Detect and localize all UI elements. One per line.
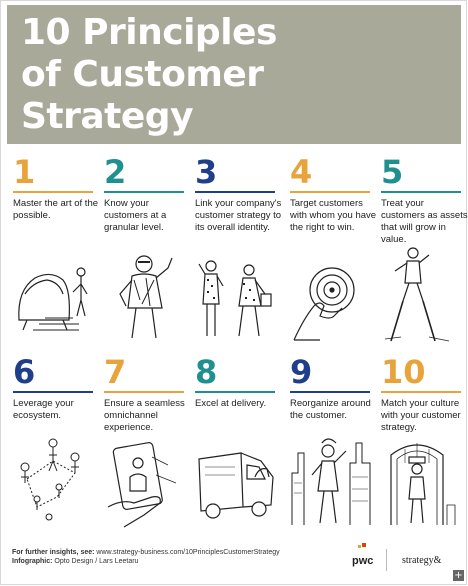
principle-rule (104, 391, 184, 393)
principle-text: Ensure a seamless omnichannel experience… (104, 398, 185, 433)
principle-text: Treat your customers as assets that will… (381, 198, 468, 245)
principle-text: Match your culture with your customer st… (381, 398, 461, 433)
title-line-3: Strategy (21, 96, 194, 137)
insights-line: For further insights, see: www.strategy-… (12, 548, 280, 557)
principle-rule (195, 191, 275, 193)
two-women-illustration (198, 260, 272, 337)
principle-number: 6 (13, 353, 36, 391)
insights-link[interactable]: www.strategy-business.com/10PrinciplesCu… (96, 549, 280, 556)
principle-text: Link your company's customer strategy to… (195, 198, 282, 233)
title-line-1: 10 Principles (21, 12, 277, 53)
principle-text: Leverage your ecosystem. (13, 398, 74, 421)
principle-rule (104, 191, 184, 193)
principle-number: 7 (104, 353, 127, 391)
principle-number: 8 (195, 353, 218, 391)
principle-rule (13, 391, 93, 393)
network-of-people-illustration (20, 438, 80, 521)
infographic-label: Infographic: (12, 558, 53, 565)
principle-number: 2 (104, 153, 127, 191)
pwc-logo-mark (358, 543, 366, 548)
person-on-stilts-illustration (384, 247, 450, 342)
principle-rule (290, 191, 370, 193)
principle-text: Master the art of the possible. (13, 198, 99, 221)
title-line-2: of Customer (21, 54, 264, 95)
expand-icon[interactable]: + (453, 570, 464, 581)
principle-rule (13, 191, 93, 193)
strategy-and-logo: strategy& (402, 555, 442, 566)
title-banner: 10 Principles of Customer Strategy (7, 5, 461, 144)
principle-rule (381, 391, 461, 393)
infographic-credit: Opto Design / Lars Leetaru (54, 558, 139, 565)
principle-text: Target customers with whom you have the … (290, 198, 377, 233)
delivery-truck-illustration (198, 452, 274, 519)
pwc-logo: pwc (352, 555, 374, 567)
principle-number: 4 (290, 153, 313, 191)
hand-holding-phone-illustration (107, 442, 177, 528)
infographic-line: Infographic: Opto Design / Lars Leetaru (12, 557, 280, 566)
man-with-glasses-illustration (119, 255, 173, 339)
person-in-doorway-illustration (390, 443, 456, 525)
logo-divider (386, 549, 387, 571)
principle-number: 5 (381, 153, 404, 191)
footer-credits: For further insights, see: www.strategy-… (12, 548, 280, 566)
car-and-person-illustration (18, 267, 88, 331)
principle-rule (195, 391, 275, 393)
principle-text: Reorganize around the customer. (290, 398, 371, 421)
hand-holding-target-illustration (293, 267, 355, 341)
principle-rule (290, 391, 370, 393)
page-title: 10 Principles of Customer Strategy (21, 12, 277, 138)
principle-number: 3 (195, 153, 218, 191)
principle-number: 1 (13, 153, 36, 191)
brand-logos: pwc strategy& (346, 543, 466, 573)
principle-number: 10 (381, 353, 426, 391)
principle-text: Know your customers at a granular level. (104, 198, 167, 233)
woman-in-city-illustration (291, 438, 371, 525)
principle-number: 9 (290, 353, 313, 391)
principle-rule (381, 191, 461, 193)
principle-text: Excel at delivery. (195, 398, 267, 409)
insights-label: For further insights, see: (12, 549, 95, 556)
